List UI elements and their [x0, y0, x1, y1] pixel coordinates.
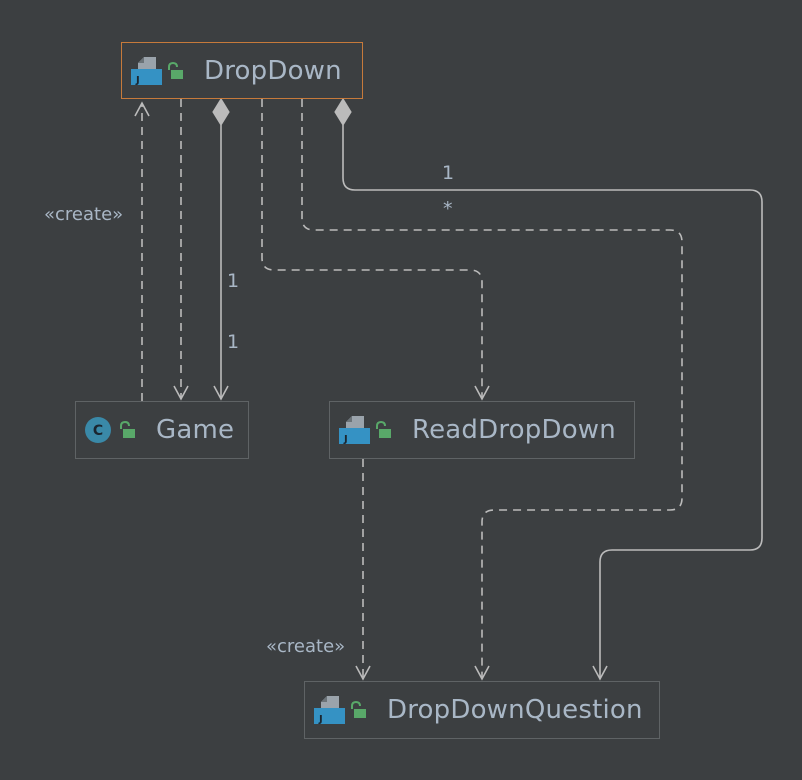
node-dropdown[interactable]: J DropDown — [121, 42, 363, 99]
create-label-readdropdown: «create» — [266, 636, 346, 657]
svg-text:C: C — [93, 423, 103, 439]
java-file-icon: J — [131, 56, 162, 86]
node-dropdownquestion[interactable]: J DropDownQuestion — [304, 681, 660, 739]
create-label-game: «create» — [44, 204, 124, 225]
public-lock-icon — [120, 421, 135, 438]
node-readdropdown[interactable]: J ReadDropDown — [329, 401, 635, 459]
svg-text:J: J — [343, 434, 348, 445]
node-dropdownquestion-icons: J — [313, 695, 367, 725]
edge-dropdown-composition-question[interactable] — [334, 97, 763, 681]
multiplicity-question-target: * — [443, 198, 453, 220]
multiplicity-game-target: 1 — [227, 331, 240, 353]
node-game[interactable]: C Game — [75, 401, 249, 459]
edge-game-create-dropdown[interactable] — [134, 101, 150, 401]
svg-text:J: J — [135, 75, 140, 86]
edge-readdropdown-create-question[interactable] — [355, 459, 371, 681]
public-lock-icon — [351, 701, 366, 718]
edge-dropdown-depends-game[interactable] — [173, 99, 189, 401]
java-file-icon: J — [339, 416, 370, 445]
class-icon: C — [85, 417, 111, 443]
edge-dropdown-composition-game[interactable] — [212, 97, 230, 401]
public-lock-icon — [376, 421, 391, 438]
edge-dropdown-depends-readdropdown[interactable] — [261, 99, 490, 401]
node-readdropdown-icons: J — [338, 415, 392, 445]
multiplicity-game-source: 1 — [227, 270, 240, 292]
multiplicity-question-source: 1 — [442, 162, 455, 184]
node-readdropdown-name: ReadDropDown — [412, 415, 616, 445]
java-file-icon: J — [314, 696, 345, 725]
node-dropdownquestion-name: DropDownQuestion — [387, 695, 643, 725]
node-dropdown-name: DropDown — [204, 55, 342, 86]
svg-text:J: J — [318, 714, 323, 725]
edge-dropdown-depends-question[interactable] — [301, 99, 683, 681]
node-game-name: Game — [156, 415, 235, 445]
node-dropdown-icons: J — [130, 56, 184, 86]
public-lock-icon — [168, 61, 183, 79]
node-game-icons: C — [84, 416, 136, 444]
